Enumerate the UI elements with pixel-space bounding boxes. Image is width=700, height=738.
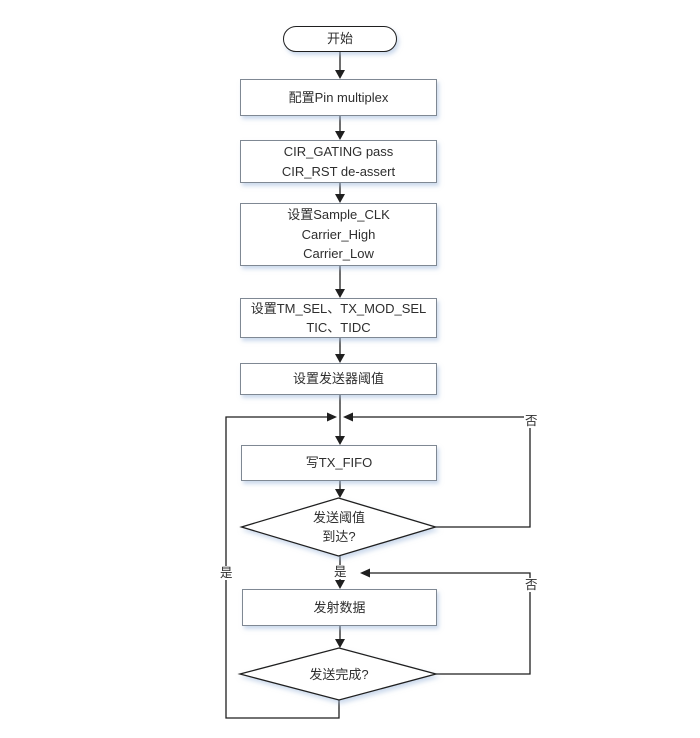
arrowhead-into-complete-decision bbox=[335, 639, 345, 648]
node-tm-sel: 设置TM_SEL、TX_MOD_SEL TIC、TIDC bbox=[240, 298, 437, 338]
branch-label-no-threshold: 否 bbox=[524, 414, 539, 429]
node-start: 开始 bbox=[283, 26, 397, 52]
decision-send-complete-label: 发送完成? bbox=[309, 667, 369, 683]
arrowhead-into-threshold bbox=[335, 354, 345, 363]
decision-threshold-reached-label: 发送阈值 到达? bbox=[312, 509, 365, 545]
arrowhead-into-transmit-data bbox=[335, 580, 345, 589]
decision-threshold-reached bbox=[239, 497, 438, 557]
node-tx-threshold: 设置发送器阈值 bbox=[240, 363, 437, 395]
arrowhead-return-to-transmit bbox=[360, 568, 370, 578]
node-cir-gating: CIR_GATING pass CIR_RST de-assert bbox=[240, 140, 437, 183]
decision-send-complete bbox=[237, 647, 439, 701]
arrowhead-into-cir-gating bbox=[335, 131, 345, 140]
arrowhead-into-threshold-decision bbox=[335, 489, 345, 498]
node-write-tx-fifo: 写TX_FIFO bbox=[241, 445, 437, 481]
arrowhead-junction-from-left bbox=[327, 412, 337, 422]
branch-label-yes-threshold: 是 bbox=[333, 565, 348, 580]
node-transmit-data: 发射数据 bbox=[242, 589, 437, 626]
arrowhead-junction-from-right bbox=[343, 412, 353, 422]
arrowhead-into-tx-fifo bbox=[335, 436, 345, 445]
arrowhead-into-sample-clk bbox=[335, 194, 345, 203]
loop-complete-no bbox=[369, 572, 531, 675]
arrowhead-into-tm-sel bbox=[335, 289, 345, 298]
branch-label-no-complete: 否 bbox=[524, 578, 539, 593]
branch-label-yes-complete: 是 bbox=[219, 566, 234, 581]
arrowhead-into-pin-multiplex bbox=[335, 70, 345, 79]
loop-complete-yes bbox=[225, 416, 340, 719]
loop-threshold-no bbox=[352, 416, 531, 528]
node-pin-multiplex: 配置Pin multiplex bbox=[240, 79, 437, 116]
node-sample-clk: 设置Sample_CLK Carrier_High Carrier_Low bbox=[240, 203, 437, 266]
